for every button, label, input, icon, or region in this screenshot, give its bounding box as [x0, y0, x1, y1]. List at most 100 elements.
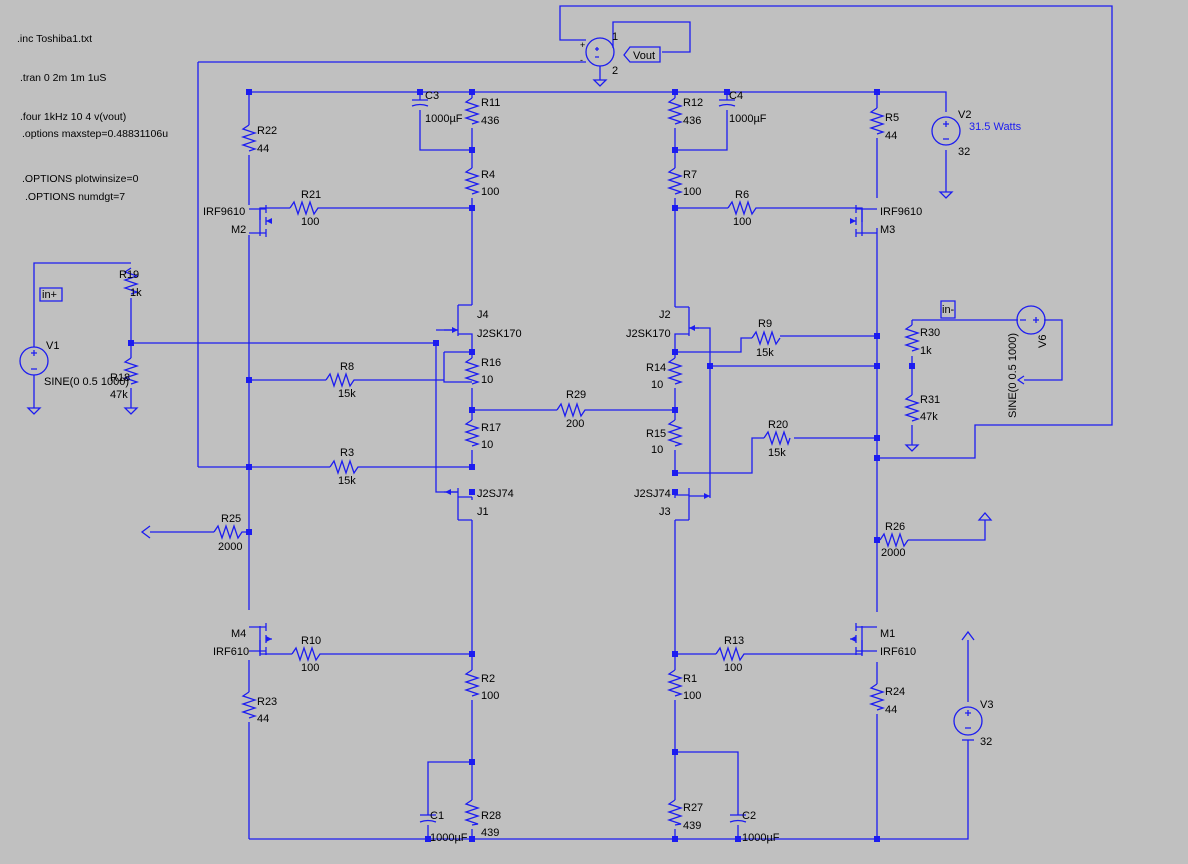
J1-model: J2SJ74 — [477, 488, 514, 500]
R6-value: 100 — [733, 216, 751, 228]
R4-name: R4 — [481, 169, 495, 181]
M3-model: IRF9610 — [880, 206, 922, 218]
R9-value: 15k — [756, 347, 774, 359]
R19-name: R19 — [119, 269, 139, 281]
R19-value: 1k — [130, 287, 142, 299]
R20-symbol — [763, 429, 791, 447]
C3-value: 1000µF — [425, 113, 463, 125]
R1-value: 100 — [683, 690, 701, 702]
directive-tran: .tran 0 2m 1m 1uS — [20, 72, 106, 84]
R6-symbol — [727, 199, 760, 217]
R27-value: 439 — [683, 820, 701, 832]
junctions — [128, 89, 915, 842]
R26-symbol — [879, 531, 909, 549]
arrow-up-icon-v3 — [961, 630, 975, 641]
C4-name: C4 — [729, 90, 743, 102]
directive-plotwinsize: .OPTIONS plotwinsize=0 — [22, 173, 139, 185]
M4-name: M4 — [231, 628, 246, 640]
V6-symbol — [1016, 305, 1046, 335]
directive-numdgt: .OPTIONS numdgt=7 — [25, 191, 125, 203]
R29-name: R29 — [566, 389, 586, 401]
M3-symbol — [850, 205, 877, 237]
J2-model: J2SK170 — [626, 328, 671, 340]
R15-value: 10 — [651, 444, 663, 456]
R3-name: R3 — [340, 447, 354, 459]
C4-symbol — [718, 99, 736, 107]
R30-symbol — [903, 324, 921, 352]
J2-name: J2 — [659, 309, 671, 321]
R26-value: 2000 — [881, 547, 905, 559]
J3-model: J2SJ74 — [634, 488, 671, 500]
R17-name: R17 — [481, 422, 501, 434]
J4-symbol — [444, 305, 473, 352]
V2-value: 32 — [958, 146, 970, 158]
ground-icon-r31 — [904, 444, 920, 452]
R18-symbol — [122, 357, 140, 385]
opamp-symbol: + - 1 2 — [580, 31, 618, 77]
R20-value: 15k — [768, 447, 786, 459]
mosfet-symbols — [249, 205, 877, 656]
M2-name: M2 — [231, 224, 246, 236]
directive-maxstep: .options maxstep=0.48831106u — [22, 128, 168, 140]
R10-name: R10 — [301, 635, 321, 647]
R11-symbol — [463, 97, 481, 125]
R24-name: R24 — [885, 686, 905, 698]
M4-symbol — [249, 623, 272, 656]
R1-symbol — [666, 669, 684, 697]
R31-name: R31 — [920, 394, 940, 406]
R27-name: R27 — [683, 802, 703, 814]
R6-name: R6 — [735, 189, 749, 201]
R14-name: R14 — [646, 362, 666, 374]
V6-name: V6 — [1037, 335, 1049, 348]
R3-value: 15k — [338, 475, 356, 487]
ground-icon-r18 — [123, 407, 139, 415]
M4-model: IRF610 — [213, 646, 249, 658]
V2-name: V2 — [958, 109, 971, 121]
C1-name: C1 — [430, 810, 444, 822]
M1-symbol — [850, 623, 877, 656]
R19-symbol — [122, 267, 140, 295]
V1-name: V1 — [46, 340, 59, 352]
V1-symbol — [19, 346, 49, 376]
R25-name: R25 — [221, 513, 241, 525]
R22-symbol — [240, 124, 258, 152]
R1-name: R1 — [683, 673, 697, 685]
R14-value: 10 — [651, 379, 663, 391]
opamp-pin1: 1 — [612, 31, 618, 43]
R7-value: 100 — [683, 186, 701, 198]
R18-value: 47k — [110, 389, 128, 401]
C4-value: 1000µF — [729, 113, 767, 125]
source-symbols — [19, 116, 1046, 736]
R8-name: R8 — [340, 361, 354, 373]
J2-symbol — [674, 307, 699, 352]
arrow-left-icon-v6 — [1016, 375, 1025, 385]
R23-value: 44 — [257, 713, 269, 725]
C2-name: C2 — [742, 810, 756, 822]
R5-value: 44 — [885, 130, 897, 142]
R15-symbol — [666, 419, 684, 447]
C1-symbol — [419, 814, 437, 823]
R15-name: R15 — [646, 428, 666, 440]
C1-value: 1000µF — [430, 832, 468, 844]
R13-symbol — [715, 645, 748, 663]
R5-name: R5 — [885, 112, 899, 124]
R11-value: 436 — [481, 115, 499, 127]
R13-name: R13 — [724, 635, 744, 647]
R21-value: 100 — [301, 216, 319, 228]
R30-value: 1k — [920, 345, 932, 357]
R22-value: 44 — [257, 143, 269, 155]
arrow-up-icon-r26 — [977, 512, 993, 521]
C3-name: C3 — [425, 90, 439, 102]
R7-symbol — [666, 167, 684, 195]
ground-icon-opamp — [592, 66, 608, 87]
C2-symbol — [729, 814, 747, 823]
V3-symbol — [953, 706, 983, 736]
R12-name: R12 — [683, 97, 703, 109]
C3-symbol — [411, 99, 429, 107]
R10-value: 100 — [301, 662, 319, 674]
R26-name: R26 — [885, 521, 905, 533]
R9-symbol — [751, 329, 781, 347]
J1-symbol — [444, 488, 472, 520]
R17-value: 10 — [481, 439, 493, 451]
